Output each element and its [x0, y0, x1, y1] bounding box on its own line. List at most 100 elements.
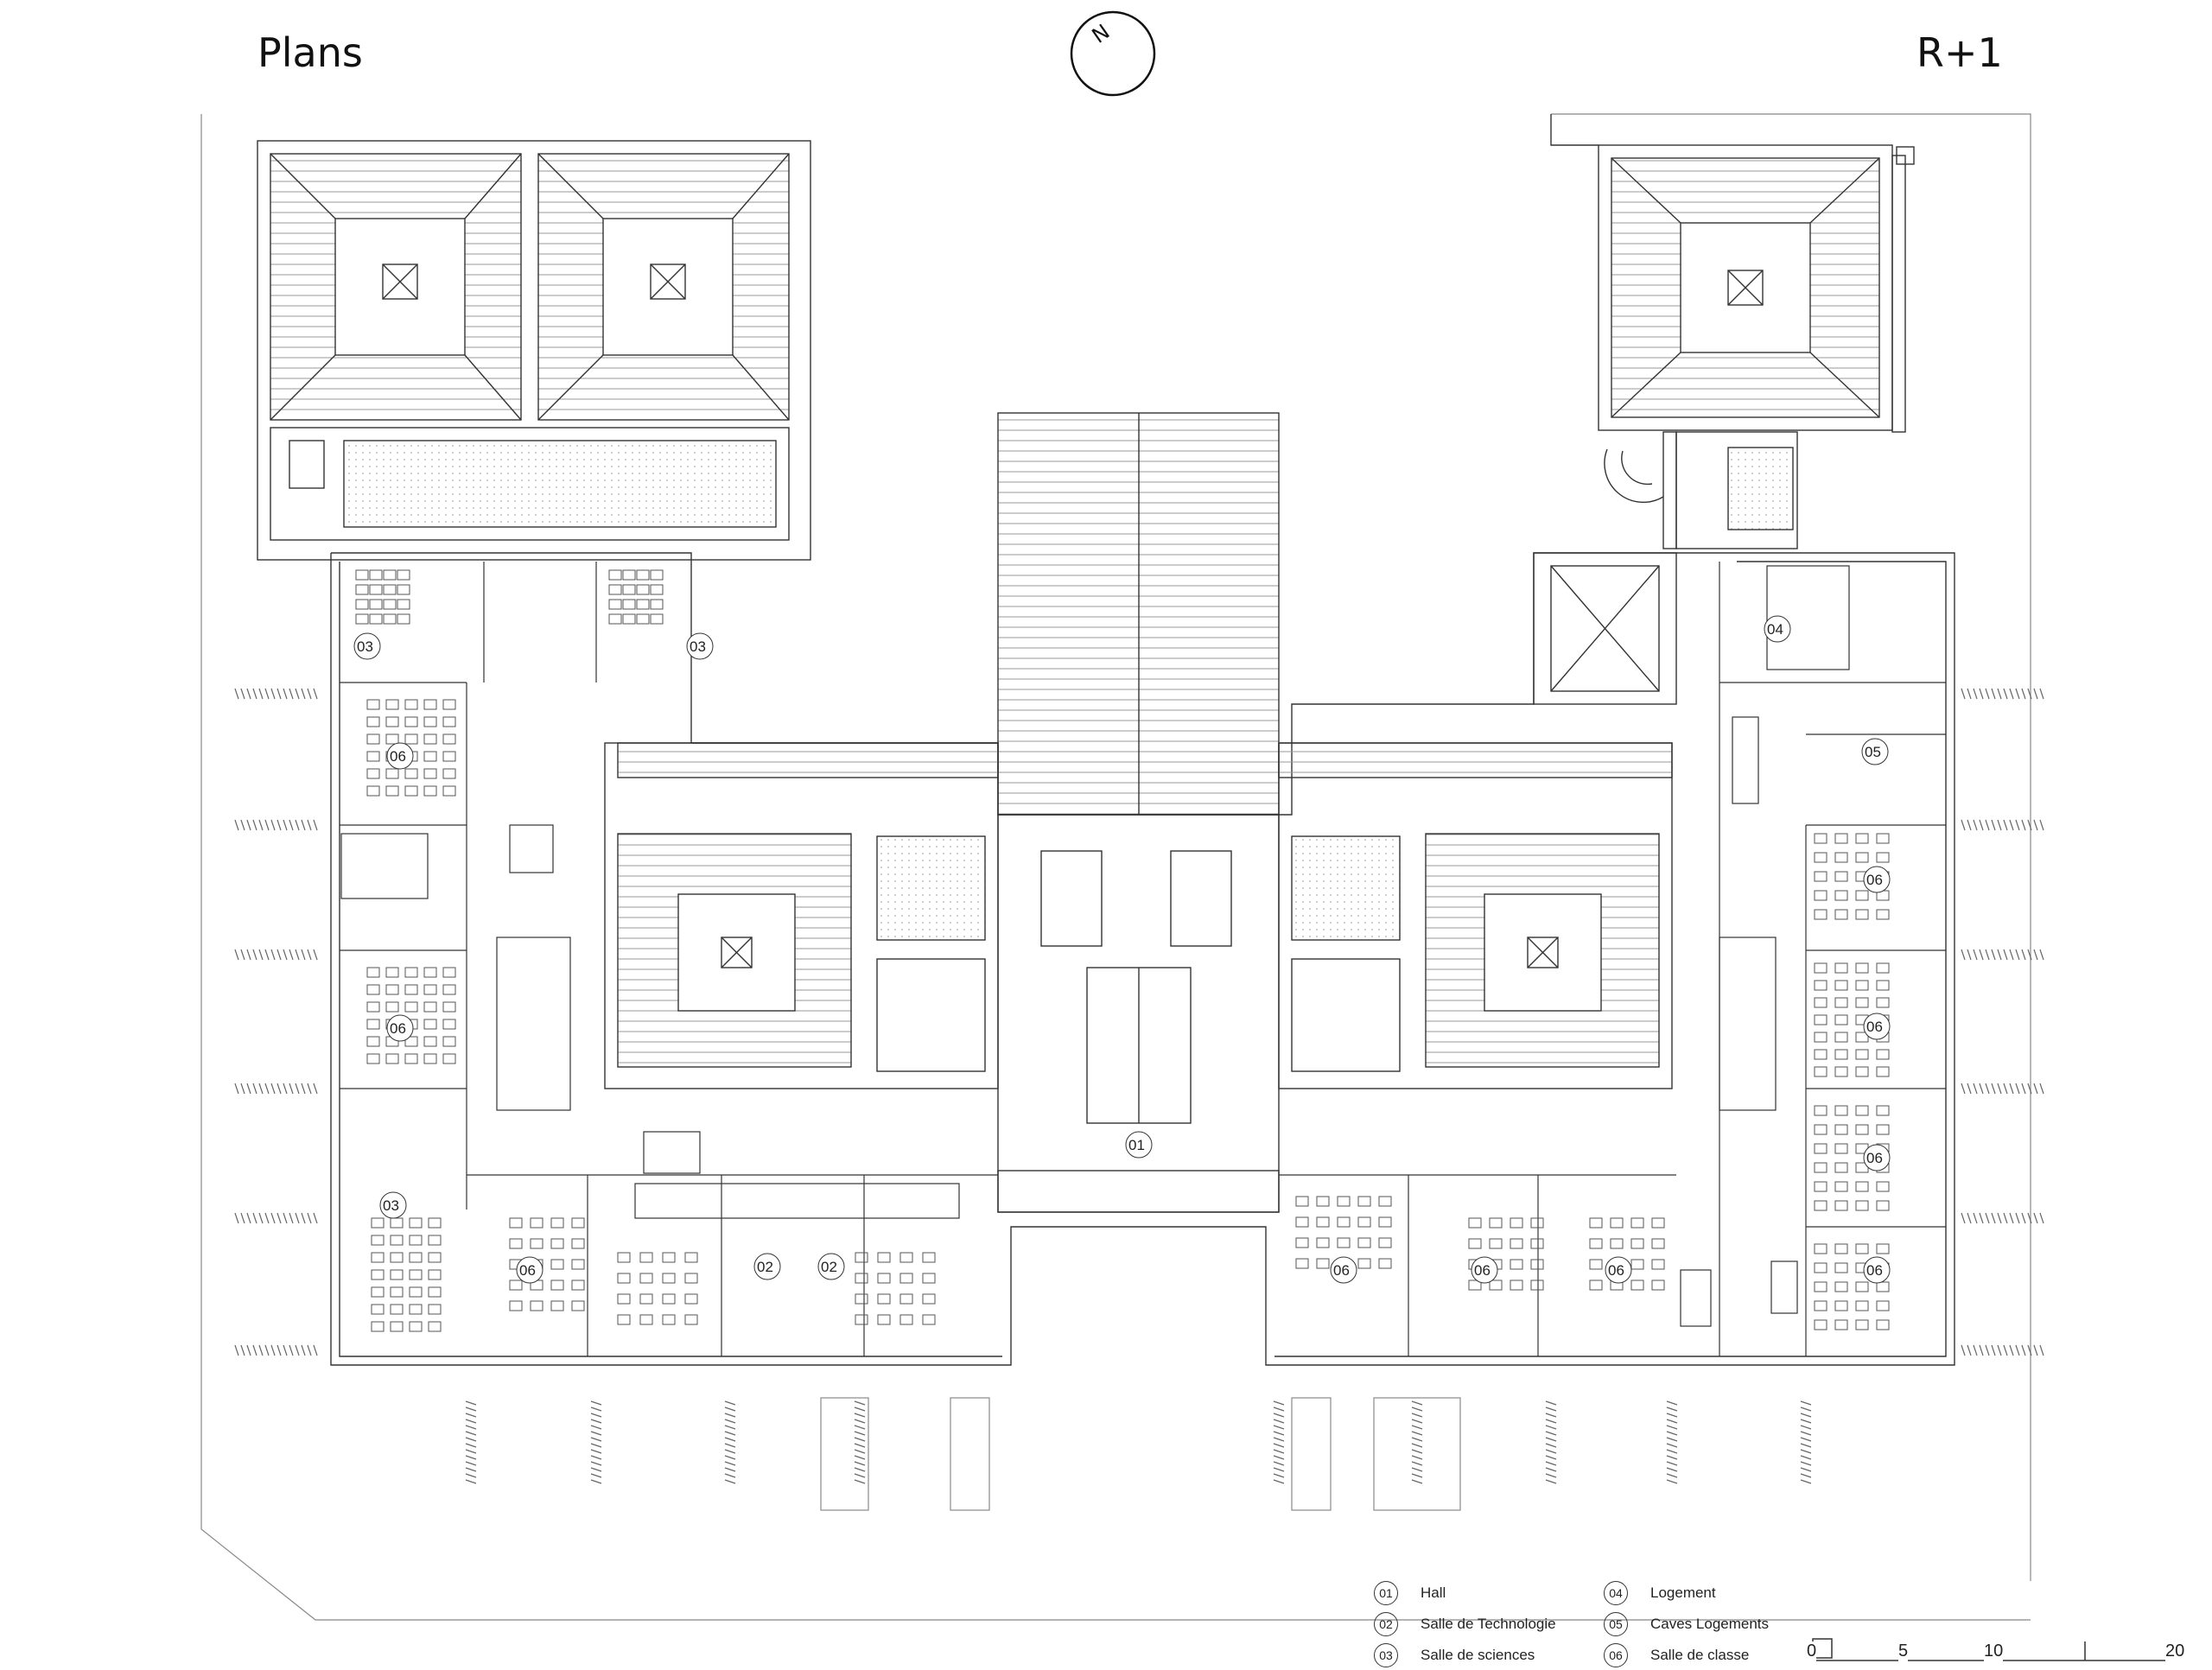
tree-icon — [1961, 819, 2044, 831]
desk — [571, 1279, 585, 1291]
desk — [385, 1053, 399, 1064]
desk — [371, 1321, 385, 1332]
desk — [428, 1217, 442, 1229]
scale-label-20: 20 — [2165, 1641, 2185, 1661]
svg-text:06: 06 — [519, 1262, 536, 1279]
desk — [922, 1273, 936, 1284]
desk — [608, 569, 622, 581]
desk — [1468, 1238, 1482, 1249]
desk — [617, 1273, 631, 1284]
desk — [650, 599, 664, 610]
desk — [404, 1001, 418, 1013]
desk — [385, 699, 399, 710]
desk — [684, 1314, 698, 1325]
svg-text:04: 04 — [1767, 621, 1783, 638]
desk — [899, 1293, 913, 1305]
desk — [650, 613, 664, 625]
desk — [899, 1314, 913, 1325]
desk — [1630, 1217, 1644, 1229]
desk — [1834, 1181, 1848, 1192]
desk — [1589, 1217, 1603, 1229]
desk — [1855, 1181, 1869, 1192]
desk — [423, 967, 437, 978]
desk — [442, 785, 456, 797]
desk — [1814, 1162, 1827, 1173]
desk — [442, 716, 456, 727]
svg-text:06: 06 — [1608, 1262, 1624, 1279]
desk — [369, 599, 383, 610]
desk — [366, 1019, 380, 1030]
desk — [404, 716, 418, 727]
desk — [442, 1019, 456, 1030]
desk — [1855, 890, 1869, 901]
desk — [608, 599, 622, 610]
pavement-planters — [820, 1397, 1461, 1511]
svg-text:02: 02 — [821, 1259, 837, 1275]
courtyard-roof-west — [604, 742, 999, 1089]
tree-icon — [1961, 1344, 2044, 1356]
desk — [385, 1001, 399, 1013]
hall-core — [997, 814, 1280, 1213]
desk — [404, 984, 418, 995]
desk — [1589, 1238, 1603, 1249]
desk — [423, 699, 437, 710]
desk — [1834, 890, 1848, 901]
desk — [385, 984, 399, 995]
desk — [1855, 962, 1869, 974]
desk — [1337, 1216, 1351, 1228]
trees — [234, 688, 2044, 1484]
desk — [1876, 980, 1890, 991]
desk — [550, 1259, 564, 1270]
svg-text:06: 06 — [390, 748, 406, 765]
room-tag-sciences-nw-right: 03 — [686, 632, 714, 660]
desk — [1876, 1300, 1890, 1311]
desk — [1834, 997, 1848, 1008]
desk — [355, 584, 369, 595]
desk — [617, 1293, 631, 1305]
desk — [1855, 1105, 1869, 1116]
desk — [371, 1235, 385, 1246]
desk — [1855, 1066, 1869, 1077]
desk — [1855, 1124, 1869, 1135]
tree-icon — [234, 688, 318, 700]
desk — [1814, 1181, 1827, 1192]
desk — [428, 1269, 442, 1280]
east-wing-partitions — [1279, 562, 1946, 1356]
desk — [1834, 1124, 1848, 1135]
desk — [366, 768, 380, 779]
desk — [1855, 1200, 1869, 1211]
desk — [1814, 871, 1827, 882]
desk — [1834, 1162, 1848, 1173]
desk — [1834, 1143, 1848, 1154]
desk — [1530, 1238, 1544, 1249]
desk — [1876, 833, 1890, 844]
desk — [1834, 1066, 1848, 1077]
desk — [1489, 1279, 1503, 1291]
desk — [409, 1269, 423, 1280]
desk — [390, 1217, 404, 1229]
desk — [1834, 1319, 1848, 1330]
desk — [428, 1235, 442, 1246]
desk — [385, 768, 399, 779]
scale-label-5: 5 — [1898, 1641, 1909, 1661]
desk — [397, 584, 410, 595]
desk — [1630, 1259, 1644, 1270]
desk — [1814, 1300, 1827, 1311]
desk — [409, 1304, 423, 1315]
room-tag-classe-e2: 06 — [1863, 1013, 1891, 1040]
tree-icon — [1800, 1400, 1812, 1484]
desk — [899, 1273, 913, 1284]
desk — [1610, 1238, 1624, 1249]
desk — [366, 967, 380, 978]
tree-icon — [234, 1344, 318, 1356]
desk — [650, 569, 664, 581]
desk — [1834, 1105, 1848, 1116]
desk — [1834, 833, 1848, 844]
desk — [1876, 1243, 1890, 1254]
desk — [636, 584, 650, 595]
desk — [428, 1304, 442, 1315]
